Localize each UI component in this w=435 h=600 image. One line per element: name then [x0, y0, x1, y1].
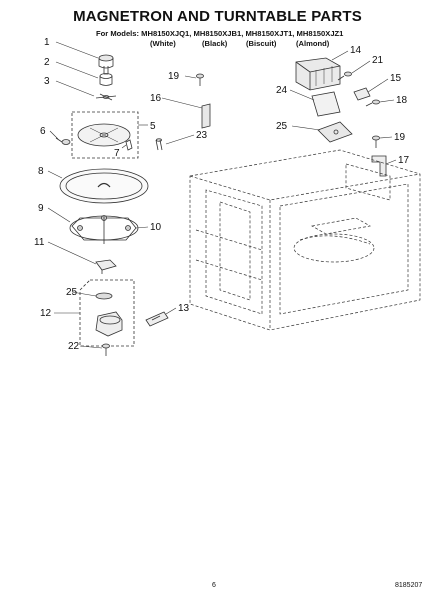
part-7-bracket — [125, 139, 133, 151]
callout-1: 1 — [44, 37, 50, 48]
part-11-coupler — [95, 259, 117, 274]
color-white: (White) — [150, 39, 176, 48]
color-black: (Black) — [202, 39, 228, 48]
callout-19-right: 19 — [394, 132, 406, 143]
callout-14: 14 — [350, 45, 362, 56]
callout-20: 21 — [372, 55, 384, 66]
callout-11: 11 — [34, 237, 45, 248]
callout-labels: 1 2 3 5 6 7 8 9 10 11 25 12 13 22 19 16 … — [34, 37, 410, 352]
models-line: For Models: MH8150XJQ1, MH8150XJB1, MH81… — [96, 29, 343, 38]
leader-lines — [47, 41, 397, 349]
callout-22: 23 — [196, 130, 208, 141]
part-5-assembly — [71, 111, 139, 159]
part-19-screw-right — [372, 135, 380, 148]
callout-17: 17 — [398, 155, 410, 166]
part-23-shield — [311, 91, 341, 117]
model-3: MH8150XJT1, — [245, 29, 295, 38]
part-1-cap — [98, 54, 114, 75]
part-15-bracket — [353, 87, 371, 101]
part-19-screw-top — [196, 73, 204, 86]
part-13-connector — [145, 311, 169, 327]
part-17-bracket — [371, 155, 387, 177]
callout-23: 24 — [276, 85, 288, 96]
part-18-screw — [365, 99, 380, 107]
part-2-coupler — [99, 73, 113, 86]
page-number: 6 — [212, 582, 216, 589]
model-1: MH8150XJQ1, — [141, 29, 192, 38]
page-title: MAGNETRON AND TURNTABLE PARTS — [73, 8, 362, 25]
callout-2: 2 — [44, 57, 50, 68]
models-label: For Models: — [96, 29, 140, 38]
callout-5: 5 — [150, 121, 156, 132]
color-biscuit: (Biscuit) — [246, 39, 277, 48]
callout-18: 18 — [396, 95, 408, 106]
callout-25: 25 — [66, 287, 78, 298]
callout-10: 10 — [150, 222, 162, 233]
callout-13: 13 — [178, 303, 190, 314]
color-almond: (Almond) — [296, 39, 330, 48]
callout-7: 7 — [114, 148, 120, 159]
callout-24: 25 — [276, 121, 288, 132]
part-22-fuse — [155, 138, 163, 151]
part-6-screw — [55, 137, 71, 145]
part-16-thermal-cutoff — [201, 103, 211, 129]
callout-9: 9 — [38, 203, 44, 214]
callout-12: 12 — [40, 308, 52, 319]
doc-code: 8185207 — [395, 582, 423, 589]
part-14-magnetron — [295, 57, 341, 91]
callout-3: 3 — [44, 76, 50, 87]
part-8-turntable-tray — [59, 168, 149, 204]
part-24-cover — [317, 121, 353, 143]
part-9-roller-ring — [69, 215, 139, 244]
microwave-cabinet-outline — [189, 149, 421, 331]
part-20-screw — [337, 71, 352, 81]
callout-19-top: 19 — [168, 71, 180, 82]
callout-21: 22 — [68, 341, 80, 352]
callout-15: 15 — [390, 73, 402, 84]
model-4: MH8150XJZ1 — [296, 29, 344, 38]
part-21-screw — [102, 343, 110, 356]
callout-6: 6 — [40, 126, 46, 137]
callout-16: 16 — [150, 93, 162, 104]
callout-8: 8 — [38, 166, 44, 177]
part-12-motor-assembly — [79, 279, 135, 347]
model-2: MH8150XJB1, — [193, 29, 244, 38]
part-3-clip — [95, 93, 117, 101]
